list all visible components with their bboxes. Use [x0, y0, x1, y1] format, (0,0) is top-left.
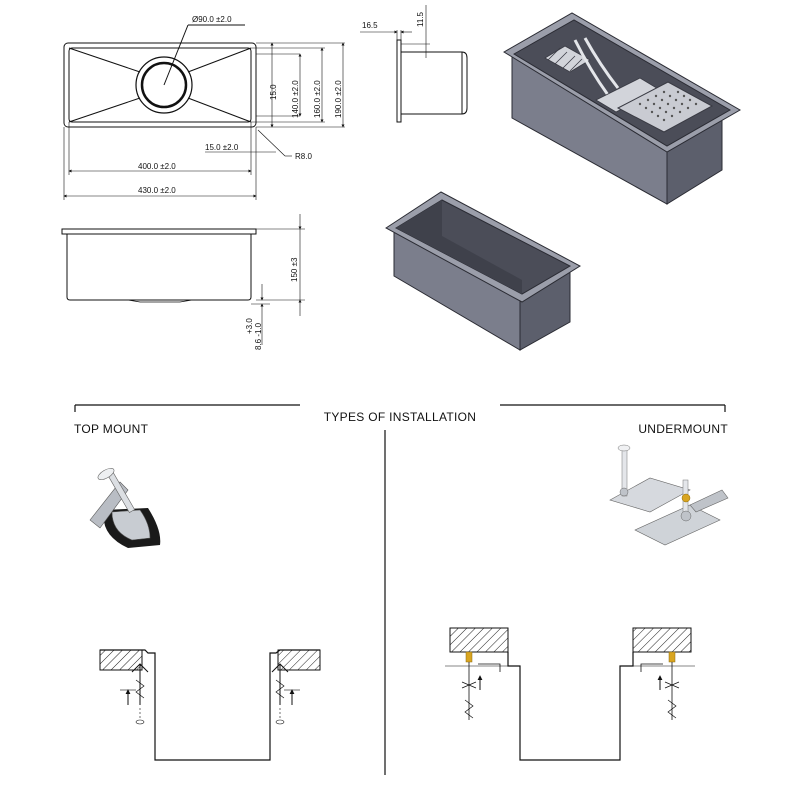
drain-side-detail — [360, 5, 468, 123]
top-view — [63, 24, 345, 200]
dim-drain-projection: 16.5 — [362, 21, 378, 30]
title-gap — [300, 398, 500, 412]
dim-outer-length: 430.0 ±2.0 — [138, 186, 176, 195]
dim-drain-diameter: Ø90.0 ±2.0 — [192, 15, 232, 24]
dim-rim-thickness: 8.6 -1.0 — [254, 322, 263, 350]
undermount-bracket-image — [609, 444, 729, 546]
dim-flange-width: 15.0 ±2.0 — [205, 143, 239, 152]
dim-rim-tolerance-plus: +3.0 — [245, 318, 254, 334]
undermount-fastener-right — [640, 651, 680, 720]
top-mount-clip-left — [120, 663, 149, 725]
tray-perforations — [638, 90, 698, 122]
installation-title: TYPES OF INSTALLATION — [324, 410, 477, 424]
dim-depth: 150 ±3 — [290, 257, 299, 282]
top-mount-diagram — [99, 649, 321, 761]
dim-inner-width: 140.0 ±2.0 — [291, 80, 300, 118]
installation-frame — [74, 404, 726, 775]
dim-corner-radius: R8.0 — [295, 152, 312, 161]
front-section-view — [61, 214, 305, 345]
dim-rim-offset: 15.0 — [269, 84, 278, 100]
undermount-fastener-left — [461, 651, 501, 720]
undermount-label: UNDERMOUNT — [638, 422, 728, 436]
dim-inner-length: 400.0 ±2.0 — [138, 162, 176, 171]
dim-outer-width: 190.0 ±2.0 — [334, 80, 343, 118]
undermount-diagram — [445, 627, 695, 761]
top-mount-clip-right — [271, 663, 300, 725]
top-mount-label: TOP MOUNT — [74, 422, 149, 436]
sink-3d-with-accessories — [503, 12, 742, 205]
dim-drain-offset: 11.5 — [416, 11, 425, 27]
sink-3d-empty — [385, 191, 582, 351]
dim-mid-width: 160.0 ±2.0 — [313, 80, 322, 118]
top-mount-clip-image — [89, 468, 161, 548]
